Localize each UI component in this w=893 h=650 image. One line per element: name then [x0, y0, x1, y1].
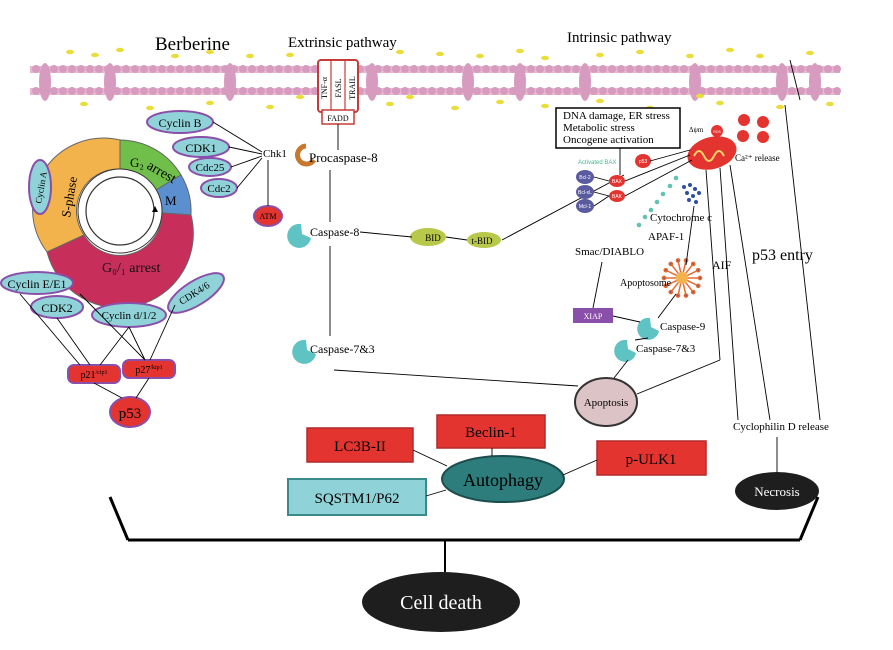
death-receptor: TNF-α FASL TRAIL FADD — [317, 59, 359, 125]
caspase73-ext-label: Caspase-7&3 — [310, 342, 375, 356]
xiap-label: XIAP — [584, 312, 603, 321]
cdk1-label: CDK1 — [185, 141, 216, 155]
intrinsic-title: Intrinsic pathway — [567, 30, 672, 46]
lc3b-label: LC3B-II — [334, 439, 386, 455]
pulk1-label: p-ULK1 — [626, 452, 677, 468]
mcl1-label: Mcl-1 — [579, 204, 591, 210]
cell-cycle-regulators: Cyclin B CDK1 Cdc25 Cdc2 Chk1 ATM Cyclin… — [0, 110, 287, 428]
p53-entry-label: p53 entry — [752, 247, 813, 264]
dpsi-label: Δψm — [689, 126, 704, 134]
stress-line-2: Metabolic stress — [563, 122, 635, 134]
bak-label: BAK — [612, 194, 623, 200]
cyclophilin-label: Cyclophilin D release — [733, 421, 829, 433]
ros-label: ROS — [713, 130, 721, 134]
p21-label: p21/cip1 — [81, 370, 108, 381]
p27-label: p27/kip1 — [135, 365, 162, 376]
cytochrome-label: Cytochrome c — [650, 212, 712, 224]
cytochrome-dots — [682, 183, 701, 204]
tnf-label: TNF-α — [320, 76, 329, 99]
ca-release-label: Ca²⁺ release — [735, 153, 780, 163]
g01-arrest-label: G₀/₁ arrest — [102, 261, 160, 276]
autophagy-links — [412, 448, 598, 497]
cell-death-label: Cell death — [400, 592, 482, 614]
fadd-label: FADD — [327, 114, 348, 123]
necrosis-label: Necrosis — [754, 484, 800, 499]
extrinsic-title: Extrinsic pathway — [288, 35, 397, 51]
caspase73-intr-label: Caspase-7&3 — [636, 343, 696, 355]
bid-label: BID — [425, 233, 441, 243]
cyclin-d-label: Cyclin d/1/2 — [102, 310, 157, 322]
aif-label: AIF — [712, 258, 732, 272]
extrinsic-links — [329, 124, 625, 387]
autophagy-label: Autophagy — [463, 470, 543, 490]
berberine-title: Berberine — [155, 34, 230, 55]
cell-cycle-links — [19, 121, 269, 399]
caspase9-label: Caspase-9 — [660, 321, 706, 333]
cell-death-node — [362, 572, 520, 632]
tbid-label: t-BID — [472, 236, 493, 246]
cyclin-e-label: Cyclin E/E1 — [8, 277, 67, 291]
autophagy-module: LC3B-II Beclin-1 p-ULK1 SQSTM1/P62 Autop… — [287, 414, 707, 516]
bax-label: BAX — [612, 179, 623, 185]
p53-intr-label: p53 — [639, 159, 648, 165]
g2-label: G₂ — [130, 155, 144, 170]
bclxl-label: Bcl-xL — [578, 190, 592, 196]
cdc2-label: Cdc2 — [207, 183, 230, 195]
intrinsic-pathway: DNA damage, ER stress Metabolic stress O… — [555, 107, 829, 510]
m-label: M — [165, 193, 177, 208]
smac-dots — [636, 175, 679, 228]
bcl2-label: Bcl-2 — [579, 175, 591, 181]
smac-label: Smac/DIABLO — [575, 246, 644, 258]
cdk2-label: CDK2 — [41, 301, 72, 315]
intrinsic-links — [592, 59, 821, 472]
apoptosis-label: Apoptosis — [584, 397, 629, 409]
s-phase-label: S-phase — [58, 175, 80, 218]
apoptosome-label: Apoptosome — [620, 278, 672, 289]
fasl-label: FASL — [334, 78, 343, 97]
cdc25-label: Cdc25 — [196, 162, 225, 174]
beclin-label: Beclin-1 — [465, 425, 517, 441]
apoptosome-icon — [661, 258, 703, 298]
stress-line-1: DNA damage, ER stress — [563, 110, 670, 122]
cell-cycle: G₂ arrest M S-phase G₀/₁ arrest — [32, 137, 194, 309]
apaf1-label: APAF-1 — [648, 231, 684, 243]
extrinsic-pathway: Procaspase-8 Caspase-8 Caspase-7&3 BID t… — [287, 143, 501, 364]
caspase8-label: Caspase-8 — [310, 225, 359, 239]
chk1-label: Chk1 — [263, 148, 287, 160]
procaspase8-label: Procaspase-8 — [309, 150, 378, 165]
p53-cellcycle-label: p53 — [119, 406, 142, 422]
trail-label: TRAIL — [348, 76, 357, 100]
cell-death-bracket — [108, 496, 820, 572]
sqstm1-label: SQSTM1/P62 — [314, 491, 399, 507]
atm-label: ATM — [260, 212, 277, 221]
cyclin-b-label: Cyclin B — [158, 116, 201, 130]
cell-membrane — [30, 47, 841, 111]
stress-line-3: Oncogene activation — [563, 134, 654, 146]
activated-bax-label: Activated BAX — [578, 160, 616, 166]
